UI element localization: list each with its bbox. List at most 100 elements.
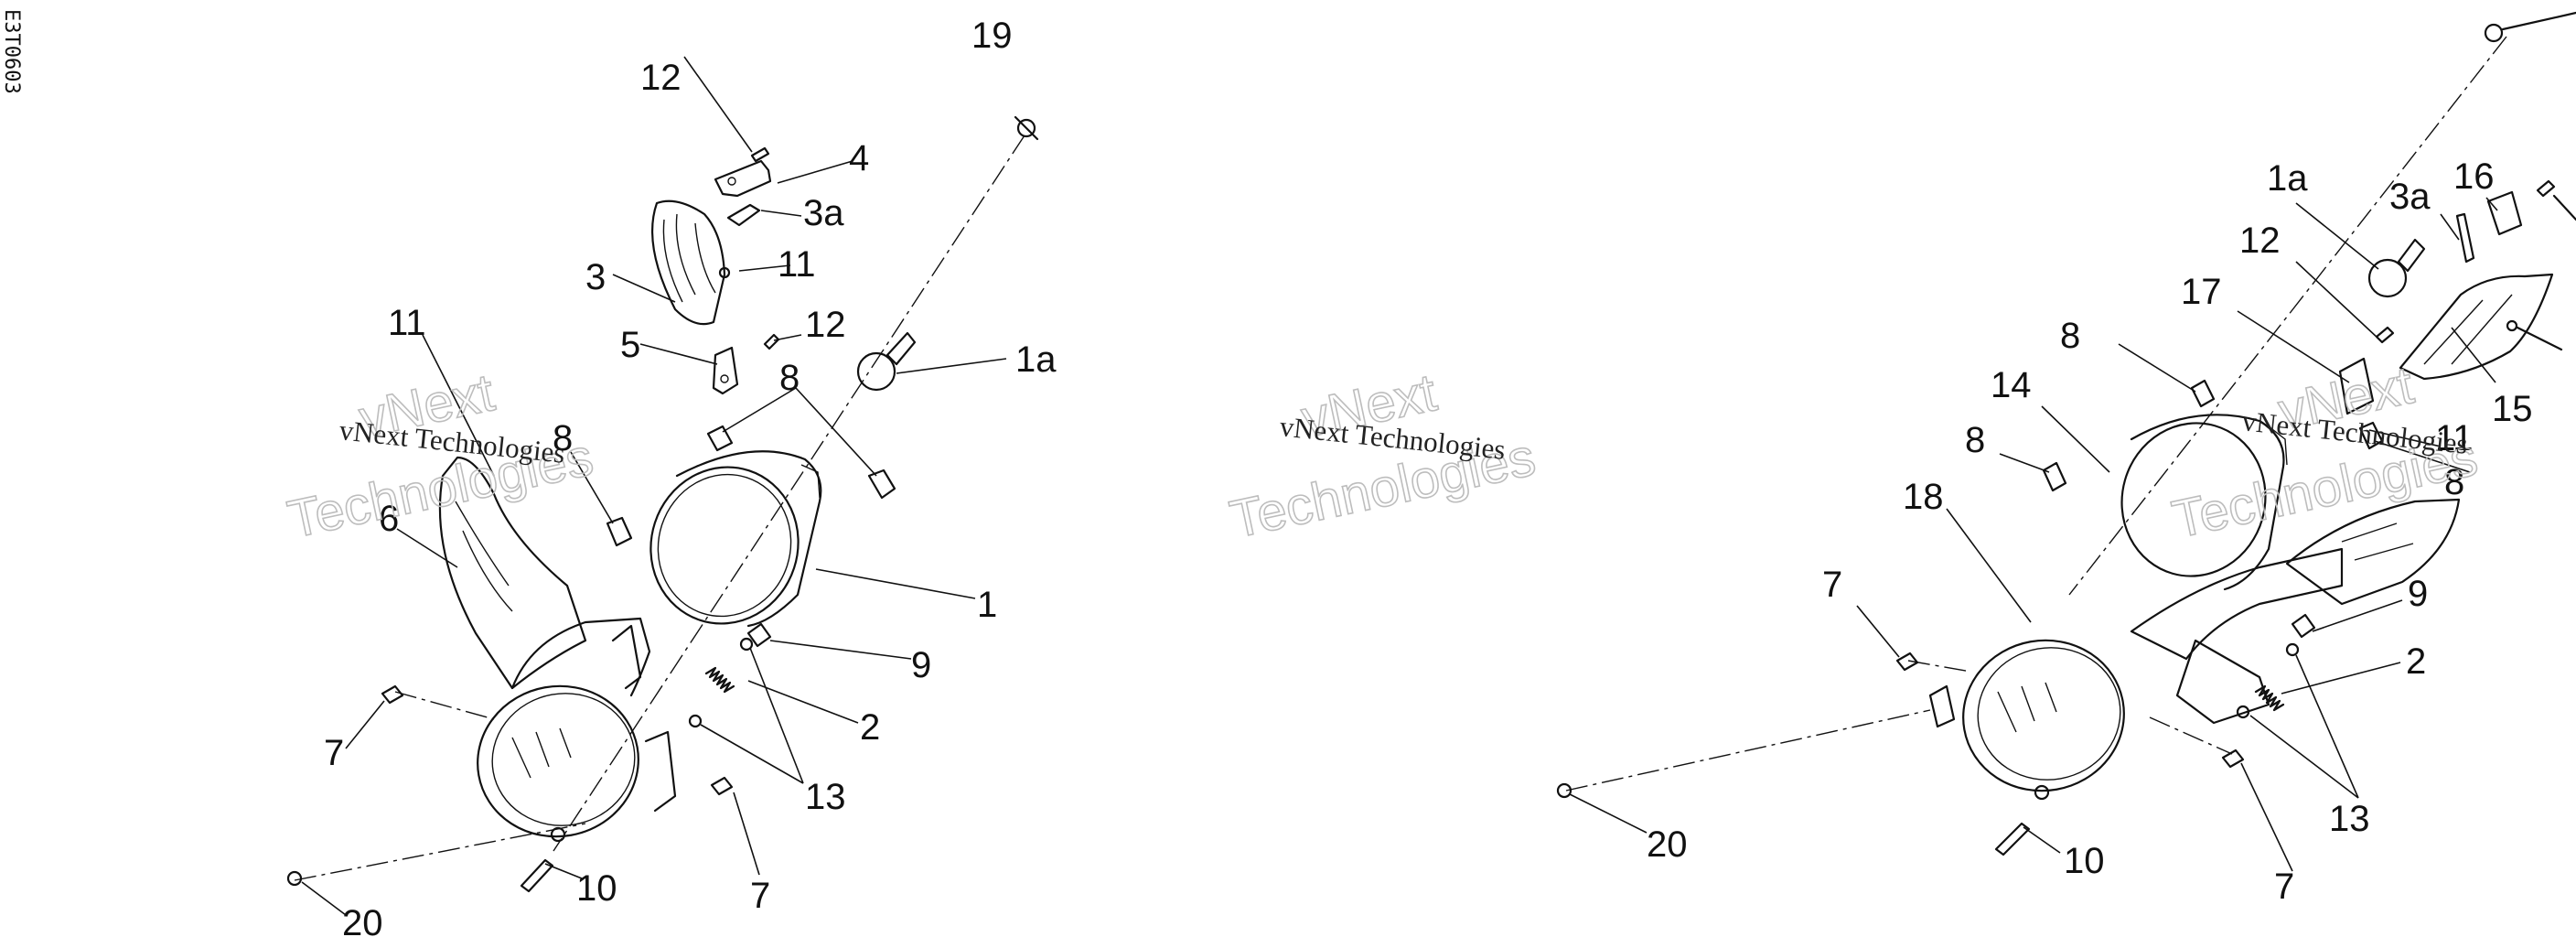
bulb-1a-right	[2367, 238, 2426, 298]
right-screw-axis-2	[2149, 716, 2233, 755]
screw-7-right-a	[1895, 652, 1919, 672]
callout-label: 8	[779, 358, 800, 398]
callout-label: 2	[860, 707, 880, 748]
callout-label: 7	[750, 876, 770, 916]
watermark-right: vNext Technologies vNext Technologies	[2166, 355, 2483, 551]
callout-label: 3	[585, 257, 606, 297]
diagram-code: E3T0603	[0, 9, 23, 94]
washer-13-right-b	[2236, 705, 2250, 719]
clip-8-right-c	[2358, 421, 2384, 450]
clip-8-right-b	[2042, 461, 2067, 492]
nut-20-right	[1556, 782, 1572, 799]
callout-label: 18	[1903, 477, 1944, 517]
callout-label: 14	[1991, 365, 2032, 405]
callout-label: 12	[640, 58, 682, 98]
left-assembly-axis	[553, 135, 1025, 852]
callout-label: 8	[2060, 316, 2080, 356]
bracket-4	[714, 159, 772, 198]
callout-label: 9	[2408, 574, 2428, 614]
clip-9-right	[2291, 613, 2316, 639]
nut-10	[550, 826, 566, 843]
callout-label: 10	[576, 868, 617, 909]
headlamp-14	[2120, 414, 2288, 591]
headlamp-1	[649, 450, 822, 628]
screw-7b	[710, 776, 734, 796]
callout-label: 11	[778, 244, 816, 285]
callout-label: 5	[620, 325, 640, 365]
callout-label: 8	[2444, 462, 2464, 502]
callout-label: 16	[2453, 156, 2495, 197]
grommet-right	[2506, 319, 2518, 332]
screw-10-right	[1994, 822, 2031, 856]
callout-label: 8	[553, 418, 573, 458]
watermark-center: vNext Technologies vNext Technologies	[1224, 362, 1540, 551]
screw-16-right	[2536, 179, 2556, 198]
left-screw-axis	[394, 691, 495, 720]
callout-label: 8	[1965, 420, 1985, 460]
turn-signal-lens-3	[651, 199, 726, 326]
screw-19	[1014, 115, 1039, 141]
right-assembly	[1556, 11, 2576, 872]
screw-12b	[763, 333, 780, 350]
callout-label: 1a	[2267, 158, 2308, 199]
clip-8a	[706, 425, 734, 452]
grommet-11a	[718, 266, 731, 279]
left-lower-axis	[294, 823, 586, 881]
mounting-ring	[477, 624, 677, 838]
bulb-3a	[726, 203, 761, 227]
callout-label: 4	[849, 138, 869, 178]
callout-label: 1a	[1015, 339, 1057, 380]
spring-2-right	[2254, 684, 2285, 712]
left-callouts: 19 12 4 3a 3 11 5 12 1a 8 11 8 6 1 9 2 7…	[324, 16, 1057, 937]
clip-8b	[867, 468, 896, 500]
callout-label: 3a	[803, 193, 844, 233]
washer-13b	[688, 714, 703, 728]
callout-label: 12	[805, 305, 846, 345]
right-assembly-axis	[2068, 36, 2507, 596]
screw-12a	[750, 146, 770, 163]
callout-label: 11	[2435, 418, 2474, 458]
callout-label: 12	[2239, 221, 2281, 261]
washer-13a	[739, 637, 754, 652]
turn-signal-lens-15	[2399, 273, 2554, 381]
callout-label: 15	[2492, 389, 2533, 429]
callout-label: 7	[2274, 867, 2294, 907]
clip-8c	[606, 516, 633, 547]
clip-9	[746, 622, 772, 648]
screw-10	[520, 858, 554, 893]
right-screw-axis	[1907, 660, 1971, 673]
right-lower-axis	[1565, 709, 1931, 792]
callout-label: 20	[342, 903, 383, 937]
callout-label: 19	[971, 16, 1013, 56]
callout-label: 13	[805, 777, 846, 817]
callout-label: 13	[2329, 799, 2370, 839]
bracket-16	[2486, 190, 2523, 236]
nut-10-right	[2034, 784, 2050, 801]
nut-20	[286, 870, 303, 887]
callout-label: 17	[2181, 272, 2222, 312]
bulb-1a	[856, 331, 917, 392]
callout-label: 2	[2406, 641, 2426, 682]
bulb-3a-right	[2455, 212, 2475, 264]
mounting-ring-18	[1928, 639, 2125, 792]
left-assembly	[286, 56, 1039, 916]
screw-top-right	[2484, 11, 2576, 43]
callout-label: 1	[977, 585, 997, 625]
callout-label: 11	[388, 303, 426, 343]
screw-12-right	[2375, 326, 2395, 344]
callout-label: 3a	[2389, 177, 2431, 217]
right-callouts: 1a 3a 16 12 17 8 14 8 18 11 8 7 9 2 20 1…	[1647, 156, 2533, 907]
callout-label: 20	[1647, 824, 1688, 865]
spring-2	[704, 666, 735, 694]
cowl-right	[2130, 498, 2461, 725]
callout-label: 10	[2064, 841, 2105, 881]
bracket-17	[2338, 357, 2375, 415]
callout-label: 6	[379, 499, 399, 539]
screw-7-right-b	[2221, 749, 2245, 769]
washer-13-right-a	[2285, 642, 2300, 657]
callout-label: 7	[1822, 565, 1842, 605]
bracket-5	[712, 346, 739, 395]
callout-label: 9	[911, 645, 931, 685]
clip-8-right-a	[2190, 379, 2216, 408]
